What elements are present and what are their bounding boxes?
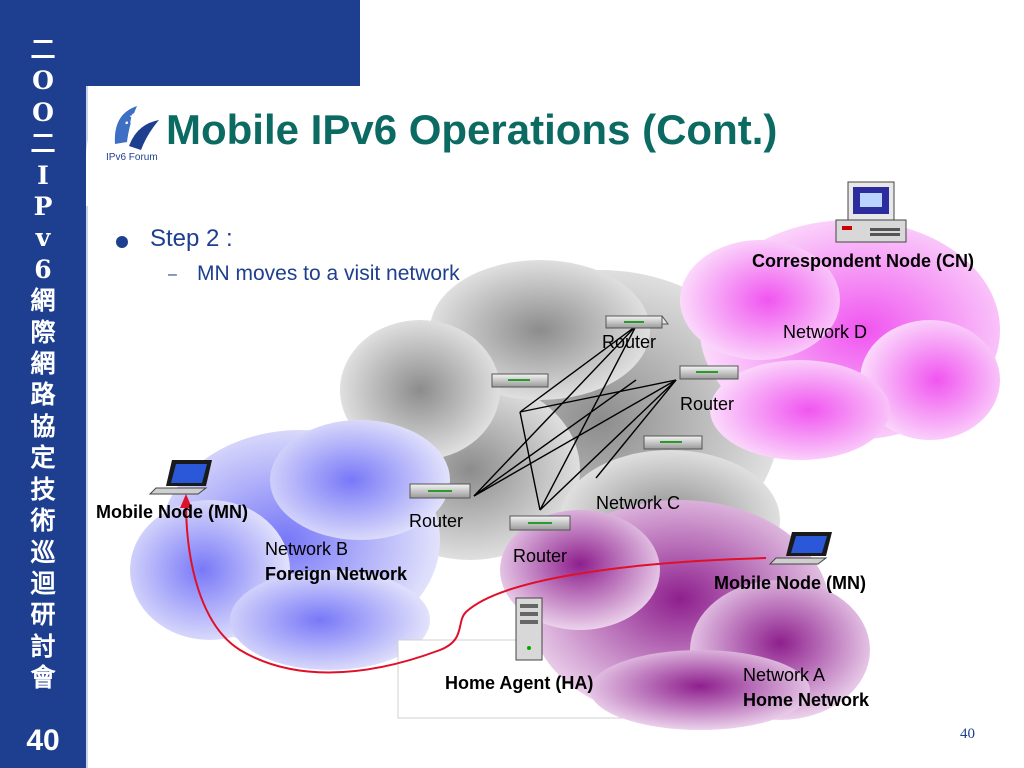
vertical-title-char: O [32, 66, 54, 96]
logo-caption: IPv6 Forum [106, 152, 158, 163]
vertical-title-char: 6 [34, 254, 52, 284]
vertical-title-char: 網 [30, 286, 56, 316]
label-router-left: Router [409, 511, 463, 531]
label-home-network: Home Network [743, 690, 870, 710]
vertical-title-char: 術 [30, 506, 56, 536]
laptop-icon [768, 532, 832, 565]
vertical-title-char: 路 [30, 380, 56, 410]
bullet-dot-icon [116, 236, 128, 248]
router-icon [679, 365, 739, 380]
server-tower-icon [515, 597, 543, 661]
sidebar [0, 0, 86, 768]
label-correspondent-node: Correspondent Node (CN) [752, 251, 974, 271]
logo-mark: .tw [125, 111, 149, 128]
ipv6-forum-logo: .tw [111, 96, 161, 152]
vertical-title-char: 技 [30, 474, 56, 504]
label-home-agent: Home Agent (HA) [445, 673, 593, 693]
vertical-title-char: O [32, 97, 54, 127]
vertical-title-char: 定 [30, 443, 56, 473]
label-router-right: Router [680, 394, 734, 414]
page-number: 40 [960, 726, 975, 742]
vertical-title-char: P [33, 192, 53, 222]
label-mobile-node-right: Mobile Node (MN) [714, 573, 866, 593]
vertical-title-char: 討 [30, 631, 56, 661]
label-mobile-node-left: Mobile Node (MN) [96, 502, 248, 522]
bullet-level1: Step 2 : [150, 225, 233, 252]
movement-arrow [185, 501, 767, 674]
label-network-a: Network A [743, 665, 825, 685]
network-a-cloud [500, 500, 870, 730]
bullet-level2: MN moves to a visit network [197, 262, 460, 285]
label-router-bottom: Router [513, 546, 567, 566]
vertical-title-char: 巡 [30, 537, 56, 567]
label-foreign-network: Foreign Network [265, 564, 408, 584]
router-icon [491, 373, 549, 388]
sidebar-slide-number: 40 [26, 724, 60, 757]
vertical-title-char: 研 [30, 600, 56, 630]
label-router-top: Router [602, 332, 656, 352]
router-icon [643, 435, 703, 450]
vertical-title-char: 迴 [30, 568, 56, 598]
vertical-title-char: 協 [30, 411, 56, 441]
vertical-title-char: 際 [30, 317, 56, 347]
vertical-title-char: 網 [30, 349, 56, 379]
dash-marker: – [168, 266, 177, 283]
label-network-d: Network D [783, 322, 867, 342]
vertical-title-char: 會 [30, 663, 56, 693]
vertical-title-char: 二 [30, 129, 56, 159]
label-network-b: Network B [265, 539, 348, 559]
arrowhead-icon [180, 494, 192, 508]
vertical-title-char: v [35, 223, 51, 253]
network-d-cloud [680, 220, 1000, 460]
vertical-title-char: 二 [30, 35, 56, 64]
sidebar-edge [86, 0, 88, 768]
slide-title: Mobile IPv6 Operations (Cont.) [166, 106, 778, 153]
laptop-icon [148, 460, 212, 495]
router-icon [605, 315, 669, 329]
label-network-c: Network C [596, 493, 680, 513]
router-links [473, 325, 677, 511]
network-b-cloud [130, 420, 450, 670]
vertical-title-char: I [37, 160, 49, 190]
header-band [0, 0, 360, 86]
desktop-computer-icon [835, 181, 907, 243]
router-icon [409, 483, 471, 499]
router-icon [509, 515, 571, 531]
